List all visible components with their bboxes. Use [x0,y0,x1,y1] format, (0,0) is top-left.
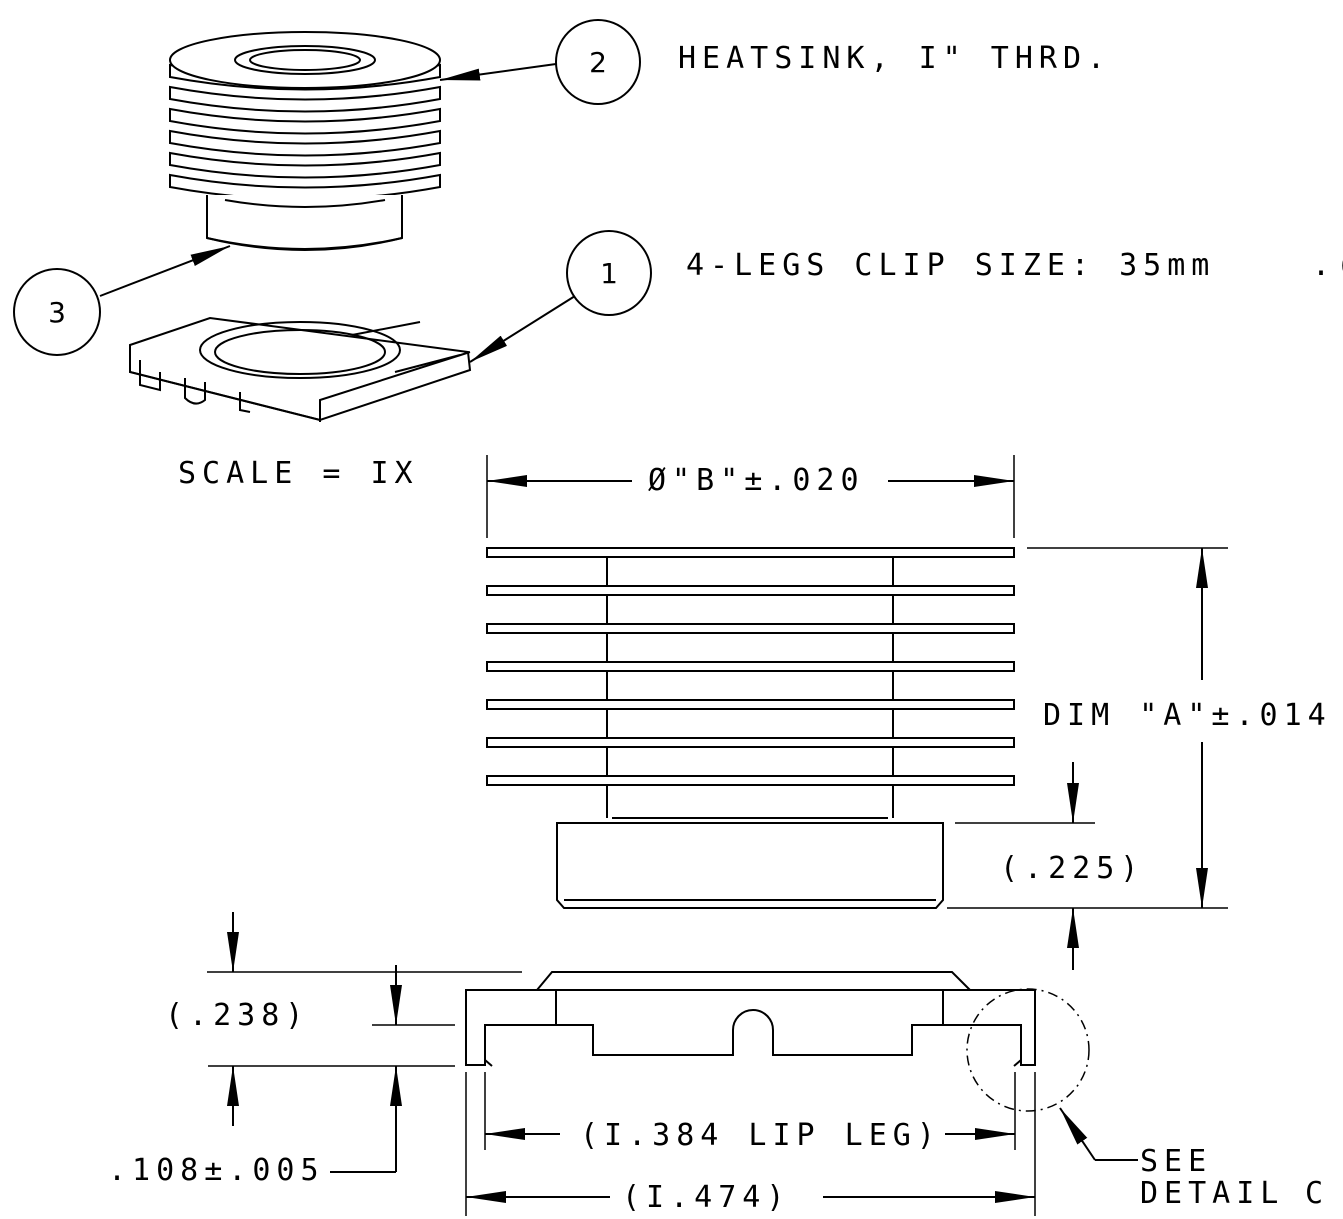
balloon-2-label: HEATSINK, I" THRD. [678,41,1111,76]
dimension-overall-width [465,1072,1036,1216]
balloon-2-number: 2 [589,46,607,79]
dimension-lip-thickness-label: .108±.005 [108,1153,325,1188]
heatsink-isometric-view [169,31,441,251]
dimension-clip-height-label: (.238) [165,998,309,1033]
balloon-2: 2 [439,19,641,105]
balloon-1-label: 4-LEGS CLIP SIZE: 35mm [686,248,1215,283]
detail-callout-line2: DETAIL [1140,1176,1284,1211]
dimension-overall-width-label: (I.474) [622,1180,790,1215]
dimension-lip-leg [484,1072,1016,1150]
scale-note: SCALE = IX [178,456,419,491]
dimension-a-label: DIM "A"±.014 [1043,698,1332,733]
dimension-clip-height [207,912,522,1126]
balloon-1: 1 [469,230,652,363]
balloon-3: 3 [13,245,231,356]
heatsink-front-view [486,547,1015,909]
balloon-3-number: 3 [48,296,66,329]
edge-fragment: .( [1312,248,1343,283]
dimension-lip-leg-label: (I.384 LIP LEG) [580,1118,941,1153]
dimension-base-height-label: (.225) [1000,851,1144,886]
dimension-a [947,547,1228,909]
detail-callout-suffix: C [1305,1176,1329,1211]
dimension-diameter-b [486,455,1015,538]
balloon-1-number: 1 [600,257,618,290]
clip-isometric-view [129,316,472,422]
dimension-diameter-b-label: Ø"B"±.020 [648,463,865,498]
dimension-base-height [955,762,1095,970]
clip-front-view [465,971,1036,1067]
dimension-lip-thickness [330,965,455,1173]
detail-circle [966,988,1138,1161]
detail-callout-line1: SEE [1140,1144,1212,1179]
